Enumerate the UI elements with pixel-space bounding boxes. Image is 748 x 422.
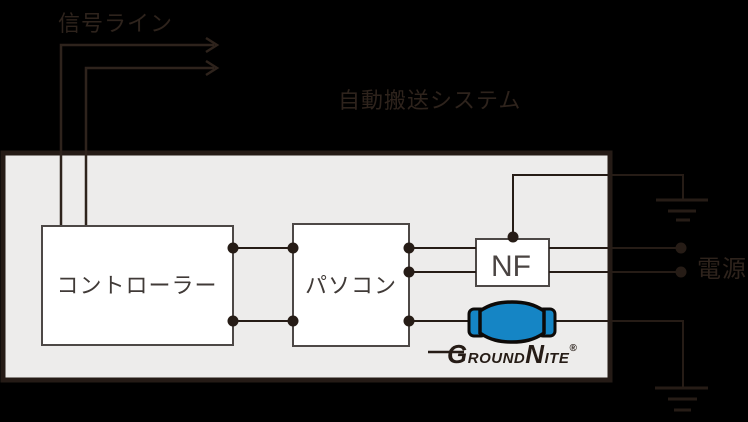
- junction-dot: [403, 315, 415, 327]
- pc-box: [292, 223, 410, 347]
- controller-box: [41, 225, 234, 346]
- junction-dot: [227, 315, 239, 327]
- noise-filter-label: NF: [491, 250, 531, 283]
- signal-arrow-1: [59, 36, 220, 226]
- svg-text:GROUNDNITE®: GROUNDNITE®: [447, 339, 577, 369]
- ferrite-clamp: [467, 300, 557, 344]
- junction-dot: [227, 242, 239, 254]
- wire-nf-ground: [512, 174, 684, 237]
- junction-dot: [403, 266, 415, 278]
- junction-dot: [287, 242, 299, 254]
- power-terminal-dot: [675, 266, 687, 278]
- pc-label: パソコン: [305, 273, 397, 298]
- logo-letter-g: G: [447, 339, 468, 369]
- ground-symbol-bottom: [655, 386, 708, 412]
- junction-dot: [287, 315, 299, 327]
- logo-text-round: ROUND: [468, 350, 526, 367]
- power-label: 電源: [697, 256, 747, 283]
- junction-dots: [227, 231, 687, 327]
- groundnite-logo: GROUNDNITE®: [428, 339, 577, 369]
- ground-symbol-top: [656, 198, 708, 222]
- signal-line-label: 信号ライン: [58, 11, 173, 36]
- logo-letter-n: N: [525, 339, 545, 369]
- logo-registered-mark: ®: [569, 343, 577, 354]
- system-title: 自動搬送システム: [338, 88, 521, 113]
- power-terminal-dot: [675, 242, 687, 254]
- noise-filter-box: [475, 238, 550, 287]
- junction-dot: [507, 231, 519, 243]
- logo-text-ite: ITE: [545, 350, 570, 367]
- controller-label: コントローラー: [56, 273, 217, 298]
- signal-arrow-2: [84, 59, 220, 226]
- junction-dot: [403, 242, 415, 254]
